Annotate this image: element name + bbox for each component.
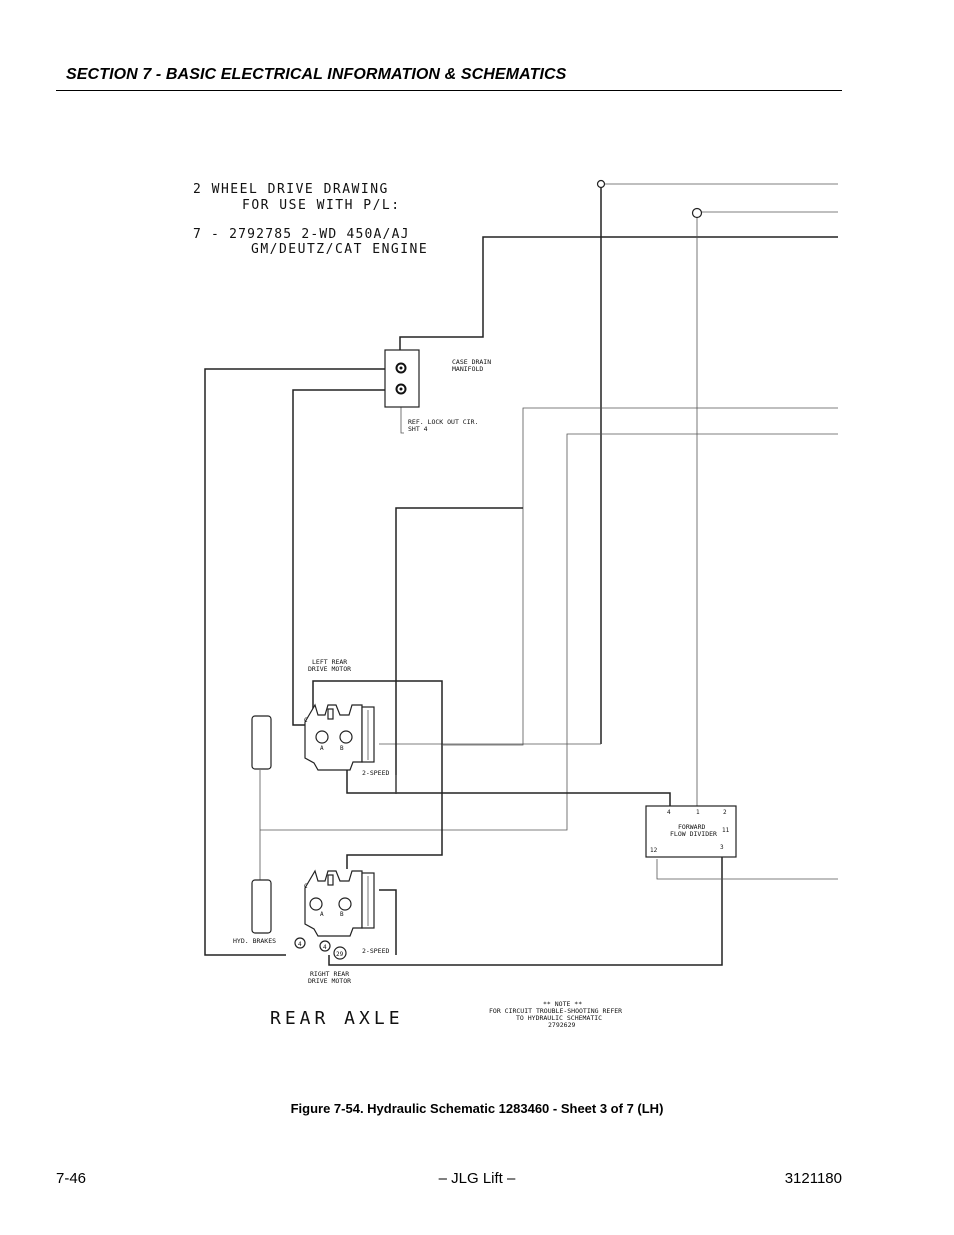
drawing-subtitle: FOR USE WITH P/L: xyxy=(242,198,401,213)
section-title: SECTION 7 - BASIC ELECTRICAL INFORMATION… xyxy=(66,66,567,83)
fd-port-1: 1 xyxy=(696,809,700,816)
note-heading: ** NOTE ** xyxy=(543,1000,582,1008)
note-line-1: FOR CIRCUIT TROUBLE-SHOOTING REFER xyxy=(489,1007,622,1015)
callout-4a: 4 xyxy=(298,941,302,948)
terminal-port xyxy=(596,179,606,189)
flow-divider-label-2: FLOW DIVIDER xyxy=(670,830,717,838)
publisher-label: – JLG Lift – xyxy=(438,1170,516,1187)
part-line: 7 - 2792785 2-WD 450A/AJ xyxy=(193,227,410,242)
hyd-brakes xyxy=(251,715,272,934)
case-drain-label: CASE DRAIN xyxy=(452,358,491,366)
left-port-b: B xyxy=(340,745,344,752)
two-speed-lower: 2-SPEED xyxy=(362,947,389,955)
case-drain-label-2: MANIFOLD xyxy=(452,365,483,373)
right-motor-label: RIGHT REAR xyxy=(310,970,349,978)
forward-flow-divider xyxy=(645,805,737,858)
section-header: SECTION 7 - BASIC ELECTRICAL INFORMATION… xyxy=(56,64,842,91)
right-rear-drive-motor xyxy=(304,869,375,937)
ref-lockout-label-2: SHT 4 xyxy=(408,425,428,433)
terminal-port xyxy=(691,207,703,219)
left-port-c: C xyxy=(304,717,308,724)
right-port-c: C xyxy=(304,883,308,890)
fd-port-3: 3 xyxy=(720,844,724,851)
left-motor-label: LEFT REAR xyxy=(312,658,347,666)
two-speed-upper: 2-SPEED xyxy=(362,769,389,777)
page-number: 7-46 xyxy=(56,1170,87,1187)
figure-caption: Figure 7-54. Hydraulic Schematic 1283460… xyxy=(290,1101,664,1116)
fd-port-2: 2 xyxy=(723,809,727,816)
fd-port-12: 12 xyxy=(650,847,658,854)
flow-divider-label: FORWARD xyxy=(678,823,705,831)
hydraulic-lines xyxy=(204,183,838,966)
fd-port-4: 4 xyxy=(667,809,671,816)
engine-line: GM/DEUTZ/CAT ENGINE xyxy=(251,242,428,257)
left-rear-drive-motor xyxy=(304,703,375,771)
drawing-title: 2 WHEEL DRIVE DRAWING xyxy=(193,182,389,197)
ref-lockout-label: REF. LOCK OUT CIR. xyxy=(408,418,478,426)
case-drain-manifold xyxy=(384,349,420,408)
callout-bubbles xyxy=(294,937,347,960)
left-port-a: A xyxy=(320,745,324,752)
right-motor-label-2: DRIVE MOTOR xyxy=(308,977,351,985)
fd-port-11: 11 xyxy=(722,827,730,834)
right-port-b: B xyxy=(340,911,344,918)
rear-axle-label: REAR AXLE xyxy=(270,1008,404,1029)
left-motor-label-2: DRIVE MOTOR xyxy=(308,665,351,673)
document-number: 3121180 xyxy=(784,1170,842,1187)
right-port-a: A xyxy=(320,911,324,918)
note-line-2: TO HYDRAULIC SCHEMATIC xyxy=(516,1014,602,1022)
note-line-3: 2792629 xyxy=(548,1021,575,1029)
hyd-brakes-label: HYD. BRAKES xyxy=(233,937,276,945)
callout-4b: 4 xyxy=(323,944,327,951)
callout-29: 29 xyxy=(336,951,344,958)
